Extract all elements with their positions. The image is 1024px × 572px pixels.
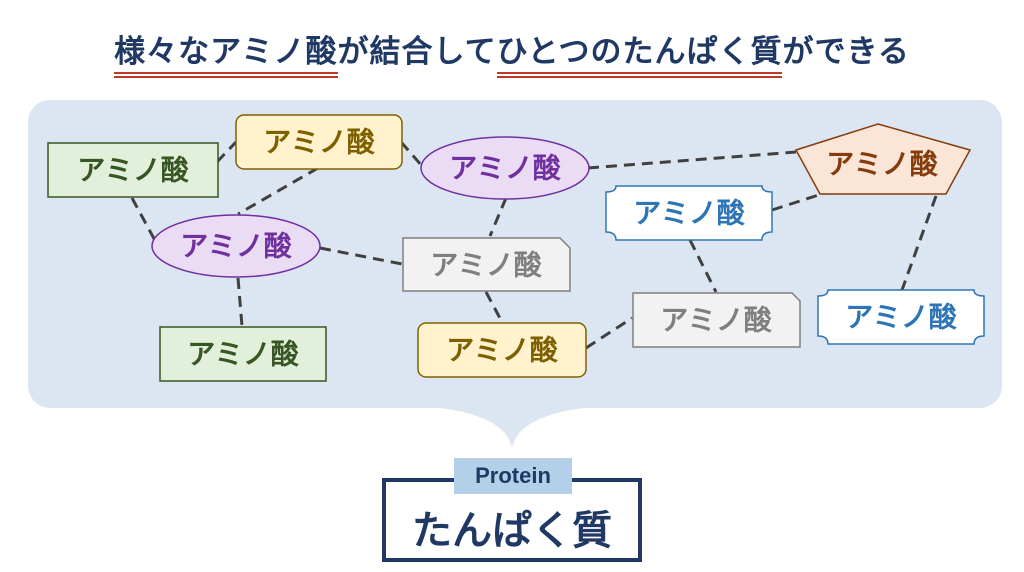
amino-acid-label: アミノ酸 — [449, 152, 561, 185]
title-underlined-amino-acids: 様々なアミノ酸 — [114, 34, 338, 70]
diagram-title: 様々なアミノ酸が結合してひとつのたんぱく質ができる — [0, 26, 1024, 71]
amino-acid-label: アミノ酸 — [263, 126, 375, 159]
amino-acid-label: アミノ酸 — [446, 334, 558, 367]
amino-acid-label: アミノ酸 — [660, 304, 772, 337]
bond-line — [237, 166, 319, 216]
amino-acid-node-purple-1: アミノ酸 — [420, 136, 590, 200]
amino-acid-node-green-1: アミノ酸 — [47, 142, 219, 198]
bond-line — [585, 316, 633, 350]
amino-acid-node-yellow-1: アミノ酸 — [235, 114, 403, 170]
bond-line — [484, 291, 504, 323]
bond-line — [900, 195, 938, 291]
bond-line — [399, 141, 424, 167]
bond-line — [587, 150, 797, 170]
amino-acid-node-brown-pentagon: アミノ酸 — [794, 123, 972, 195]
bond-line — [688, 239, 718, 293]
amino-acid-node-gray-2: アミノ酸 — [632, 292, 801, 348]
amino-acid-node-blue-1: アミノ酸 — [605, 185, 773, 241]
amino-acid-label: アミノ酸 — [77, 154, 189, 187]
amino-acid-node-green-2: アミノ酸 — [159, 326, 327, 382]
amino-acid-label: アミノ酸 — [845, 301, 957, 334]
amino-acid-label: アミノ酸 — [430, 249, 542, 282]
panel-callout-pointer — [420, 406, 604, 448]
protein-name: たんぱく質 — [412, 508, 612, 554]
bond-line — [215, 140, 238, 164]
protein-tag: Protein — [454, 458, 572, 494]
bond-line — [319, 246, 403, 266]
amino-acid-label: アミノ酸 — [187, 338, 299, 371]
title-connector: が結合して — [337, 34, 497, 70]
bond-line — [771, 190, 829, 212]
amino-acid-label: アミノ酸 — [633, 197, 745, 230]
amino-acid-node-purple-2: アミノ酸 — [151, 214, 321, 278]
amino-acid-label: アミノ酸 — [826, 148, 938, 181]
bond-line — [130, 197, 160, 247]
amino-acid-node-gray-1: アミノ酸 — [402, 237, 571, 292]
amino-acid-node-yellow-2: アミノ酸 — [417, 322, 587, 378]
bond-line — [488, 197, 508, 237]
title-ending: ができる — [782, 34, 910, 70]
amino-acid-node-blue-2: アミノ酸 — [817, 289, 985, 345]
bond-line — [236, 277, 244, 327]
amino-acid-label: アミノ酸 — [180, 230, 292, 263]
title-underlined-protein: ひとつのたんぱく質 — [496, 34, 783, 70]
